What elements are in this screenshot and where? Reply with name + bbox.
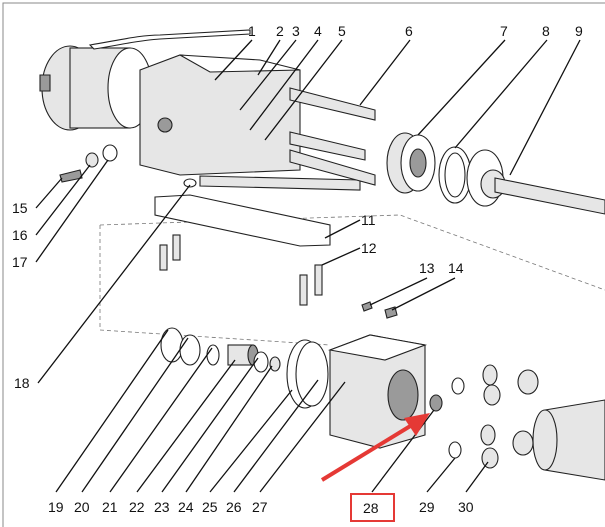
label-6: 6 [405, 23, 413, 39]
part-labels: 1 2 3 4 5 6 7 8 9 11 12 13 14 15 16 17 1… [12, 23, 583, 516]
piston-rod [494, 177, 605, 215]
label-4: 4 [314, 23, 322, 39]
label-29: 29 [419, 499, 435, 515]
label-21: 21 [102, 499, 118, 515]
label-12: 12 [361, 240, 377, 256]
label-27: 27 [252, 499, 268, 515]
highlight-box-28 [350, 493, 395, 522]
label-18: 18 [14, 375, 30, 391]
label-17: 17 [12, 254, 28, 270]
highlight-arrow [320, 423, 414, 482]
label-1: 1 [248, 23, 256, 39]
label-13: 13 [419, 260, 435, 276]
label-16: 16 [12, 227, 28, 243]
label-23: 23 [154, 499, 170, 515]
label-5: 5 [338, 23, 346, 39]
washer-18 [183, 178, 197, 188]
label-2: 2 [276, 23, 284, 39]
leader-lines [35, 39, 581, 493]
tie-rods [199, 87, 376, 191]
fittings-15-17 [59, 144, 118, 183]
label-26: 26 [226, 499, 242, 515]
ring-28 [429, 394, 443, 412]
label-24: 24 [178, 499, 194, 515]
label-30: 30 [458, 499, 474, 515]
label-25: 25 [202, 499, 218, 515]
label-8: 8 [542, 23, 550, 39]
label-9: 9 [575, 23, 583, 39]
label-15: 15 [12, 200, 28, 216]
label-14: 14 [448, 260, 464, 276]
label-20: 20 [74, 499, 90, 515]
piston [386, 132, 436, 194]
highlight-arrow-head [404, 413, 430, 436]
label-3: 3 [292, 23, 300, 39]
label-22: 22 [129, 499, 145, 515]
plate-11 [154, 194, 331, 247]
label-28: 28 [363, 500, 379, 516]
label-11: 11 [361, 212, 376, 228]
label-19: 19 [48, 499, 64, 515]
bolts [159, 234, 398, 319]
upper-cylinder-assembly [39, 29, 605, 215]
label-7: 7 [500, 23, 508, 39]
lower-assembly [160, 327, 605, 481]
